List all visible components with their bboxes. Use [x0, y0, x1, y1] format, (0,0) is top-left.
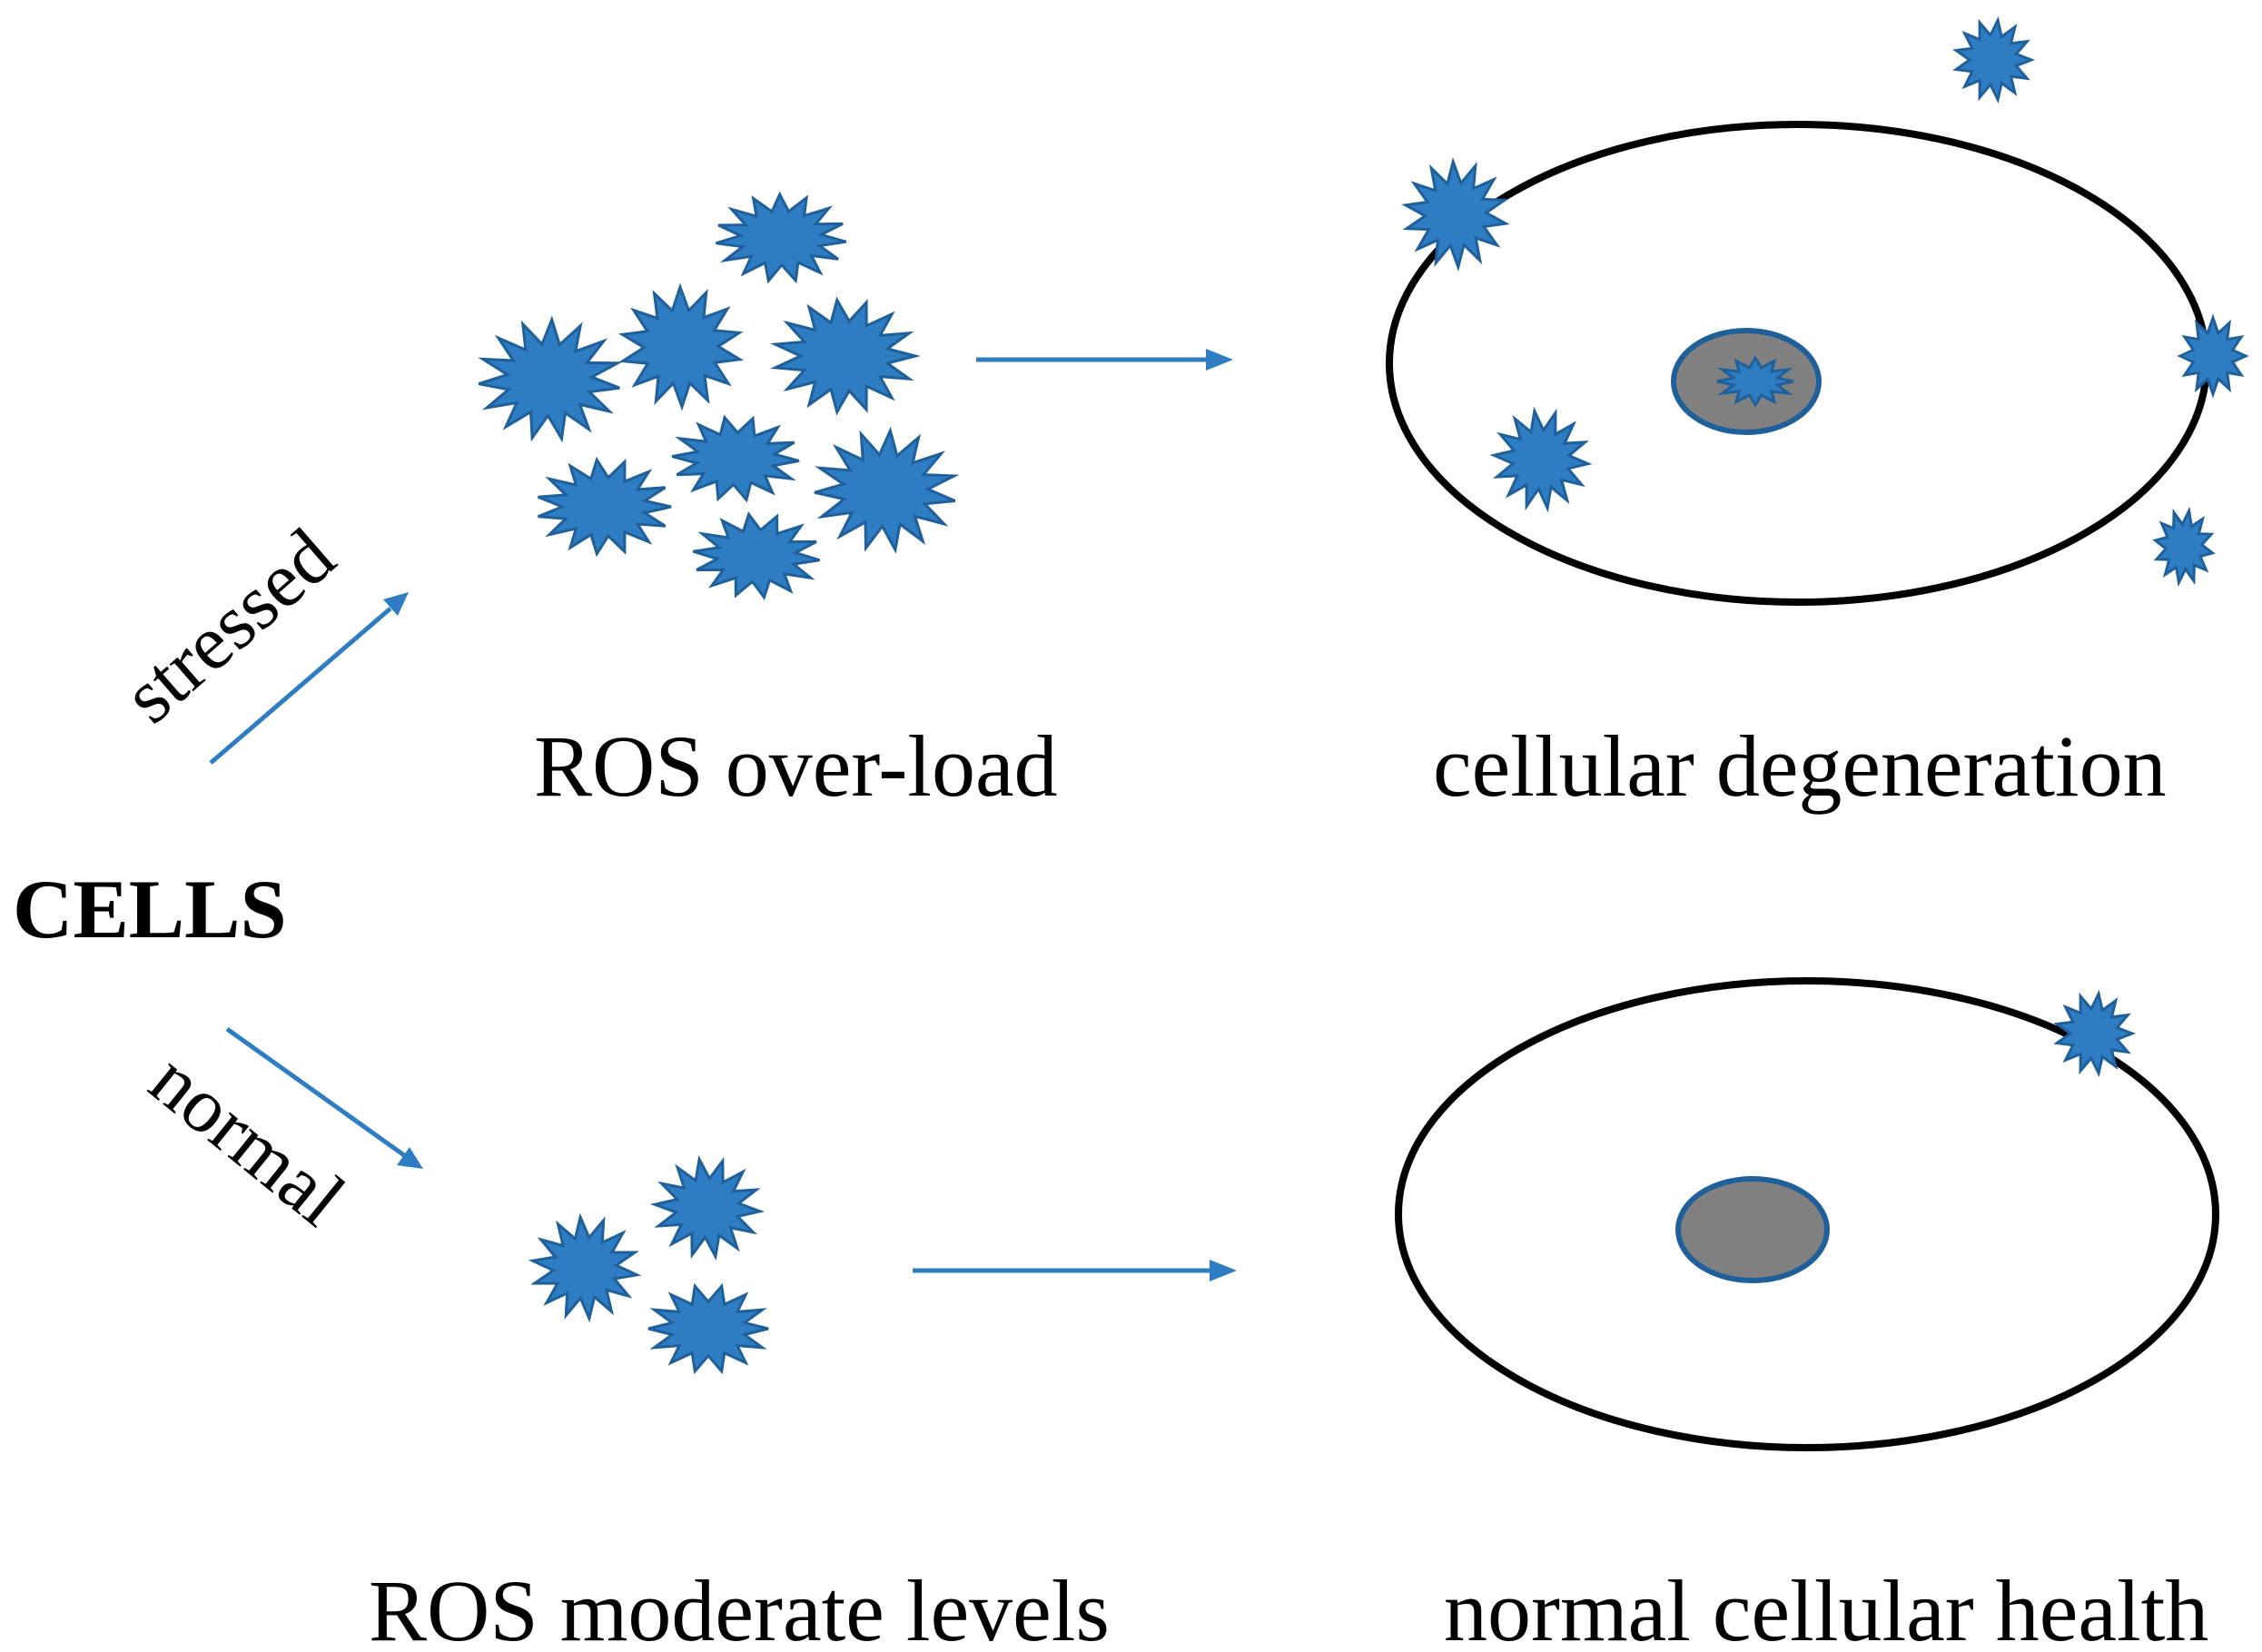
starburst-icon — [2053, 989, 2137, 1078]
starburst-icon — [1716, 355, 1794, 408]
starburst-icon — [814, 426, 960, 554]
arrow-to-normal-health — [913, 1260, 1237, 1281]
starburst-icon — [692, 511, 821, 600]
starburst-icon — [649, 1155, 766, 1261]
starburst-icon — [1401, 157, 1510, 272]
starburst-icon — [671, 414, 800, 503]
ros-particles — [478, 15, 2249, 1375]
stressed-label: stressed — [106, 511, 350, 739]
starburst-icon — [538, 456, 672, 558]
starburst-icon — [1489, 406, 1593, 513]
starburst-icon — [769, 296, 921, 416]
starburst-icon — [647, 1282, 769, 1375]
cellular-degeneration-label: cellular degeneration — [1433, 717, 2167, 815]
starburst-icon — [716, 191, 847, 284]
arrow-to-degeneration — [976, 349, 1233, 371]
ros-moderate-label: ROS moderate levels — [369, 1562, 1110, 1652]
starburst-icon — [617, 282, 745, 411]
ros-overload-label: ROS over-load — [534, 717, 1058, 815]
starburst-icon — [528, 1212, 642, 1323]
cells-label: CELLS — [13, 863, 287, 955]
arrow-normal — [225, 1026, 423, 1169]
healthy-cell-nucleus — [1675, 1176, 1830, 1283]
starburst-icon — [1952, 15, 2036, 104]
normal-cellular-health-label: normal cellular health — [1444, 1562, 2208, 1652]
starburst-icon — [2177, 313, 2249, 399]
normal-label: normal — [134, 1035, 361, 1242]
arrow-stressed — [209, 592, 409, 765]
healthy-cell-membrane — [1395, 977, 2219, 1451]
starburst-icon — [2152, 506, 2216, 588]
starburst-icon — [478, 315, 623, 443]
